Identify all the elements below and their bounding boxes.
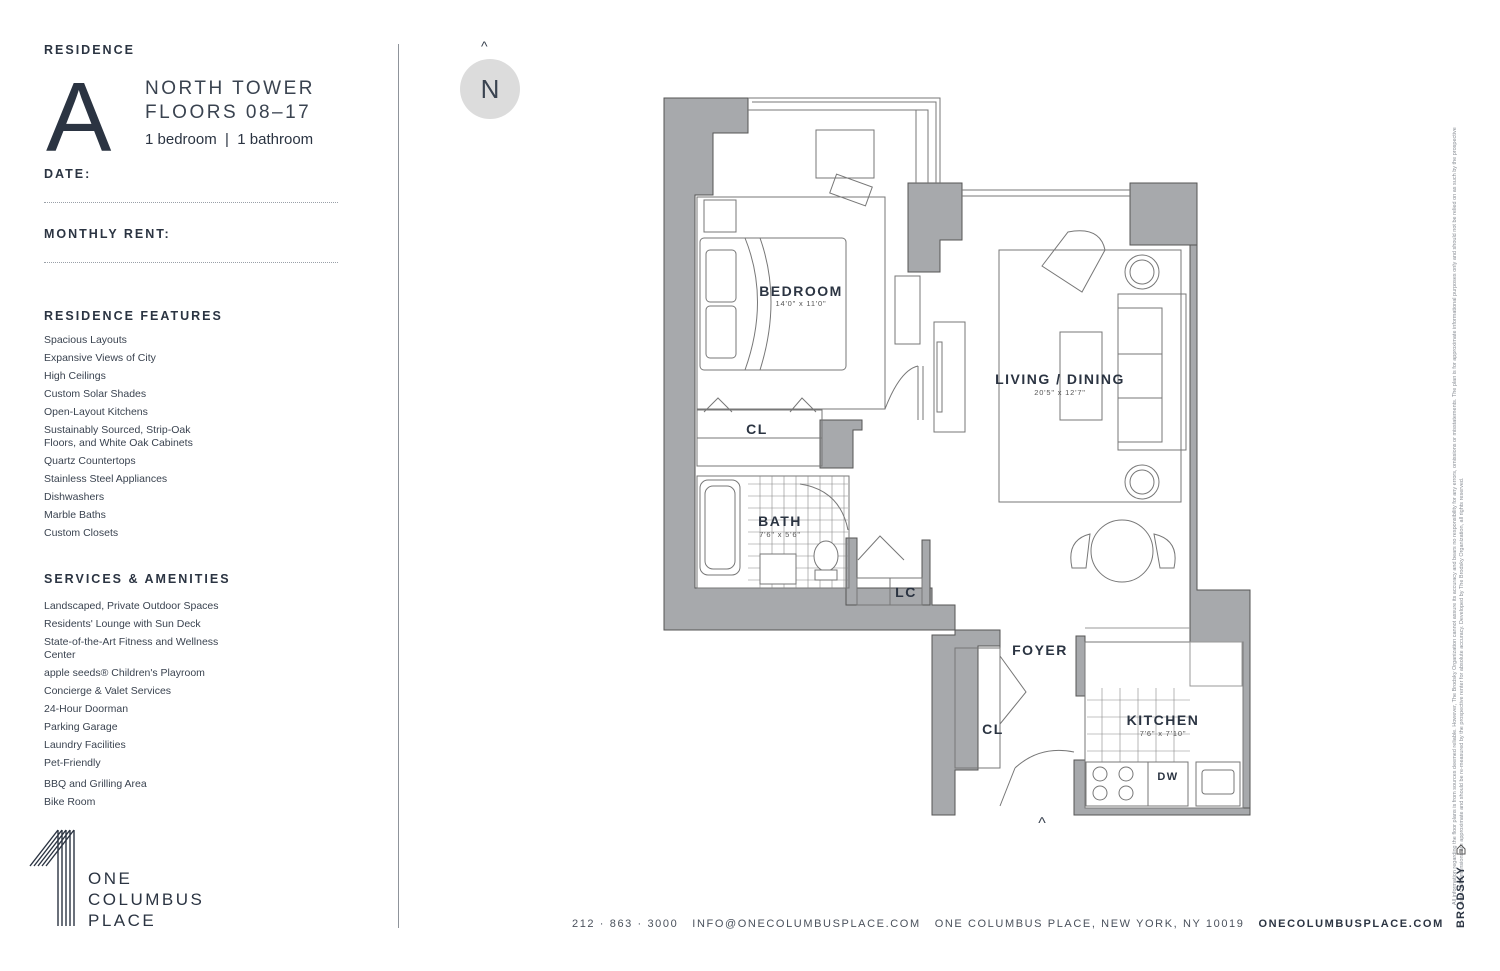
room-label-bedroom: BEDROOM [759,283,843,299]
logo-line: COLUMBUS [88,890,205,909]
residence-label: RESIDENCE [44,43,135,57]
room-label-closet: CL [982,721,1004,737]
room-size-kitchen: 7'6" x 7'10" [1140,729,1187,738]
entry-arrow-icon: ^ [1038,815,1046,832]
rent-line[interactable] [44,262,338,263]
living-rug [998,249,1182,503]
kitchen-outline [1084,641,1244,809]
logo-text: ONE COLUMBUS PLACE [88,868,204,931]
equal-housing-icon [1456,844,1466,855]
residence-letter: A [46,62,112,172]
amenities-heading: SERVICES & AMENITIES [44,572,231,586]
amenity-item: Pet-Friendly [44,757,101,769]
room-label-linen-closet: LC [895,584,917,600]
features-heading: RESIDENCE FEATURES [44,309,223,323]
logo-line: ONE [88,869,133,888]
amenity-item: apple seeds® Children's Playroom [44,667,205,679]
amenity-item: Bike Room [44,796,96,808]
amenity-item: Laundry Facilities [44,739,126,751]
room-label-foyer: FOYER [1012,642,1068,658]
wall-lc [845,537,858,606]
features-list: Spacious Layouts Expansive Views of City… [44,334,224,545]
bedroom-outline [696,196,886,410]
logo-line: PLACE [88,911,157,930]
doors [857,535,1075,807]
feature-item: Custom Solar Shades [44,388,147,400]
window-line [962,189,1130,197]
feature-item: Open-Layout Kitchens [44,406,148,418]
wall-foyer-stub [1075,635,1086,697]
floors-range: FLOORS 08–17 [145,102,312,123]
email-link[interactable]: INFO@ONECOLUMBUSPLACE.COM [692,918,921,930]
feature-item: Stainless Steel Appliances [44,473,168,485]
amenity-item: Concierge & Valet Services [44,685,172,697]
amenity-item: Landscaped, Private Outdoor Spaces [44,600,219,612]
column-divider [398,44,399,928]
living-furniture [933,230,1187,583]
room-label-bath: BATH [758,513,802,529]
room-size-bedroom: 14'0" x 11'0" [776,299,827,308]
room-size-living: 20'5" x 12'7" [1034,388,1086,397]
compass-badge: N [460,59,520,119]
foyer-closet [954,647,1001,769]
brand-mark: BRODSKY [1455,865,1467,928]
amenity-item: BBQ and Grilling Area [44,778,147,790]
rent-label: MONTHLY RENT: [44,227,171,241]
floor-plan: BEDROOM LIVING / DINING BATH KITCHEN FOY… [663,97,1251,832]
amenity-item: 24-Hour Doorman [44,703,129,715]
logo-mark-icon [29,829,75,926]
room-size-bath: 7'6" x 5'6" [759,530,801,539]
wall-foyer-stub [921,539,931,606]
amenities-list: Landscaped, Private Outdoor Spaces Resid… [44,600,224,814]
website-link[interactable]: ONECOLUMBUSPLACE.COM [1258,918,1444,930]
wall-east-top [1129,182,1198,246]
amenity-item: State-of-the-Art Fitness and Wellness Ce… [44,636,219,661]
bedroom-furniture [699,129,924,420]
date-line[interactable] [44,202,338,203]
amenity-item: Parking Garage [44,721,118,733]
wall-bath [819,419,863,469]
feature-item: Dishwashers [44,491,105,503]
tower-name: NORTH TOWER [145,78,316,99]
date-label: DATE: [44,167,92,181]
room-label-kitchen: KITCHEN [1127,712,1200,728]
north-arrow-icon: ^ [481,38,488,54]
room-label-closet: CL [746,421,768,437]
feature-item: Custom Closets [44,527,119,539]
balcony-rail [748,97,941,183]
appliance-label-dishwasher: DW [1157,771,1178,783]
compass-letter: N [480,73,500,104]
bath-outline [696,475,850,589]
bath-fixtures [699,476,849,588]
phone-number[interactable]: 212 · 863 · 3000 [572,918,679,930]
legal-disclaimer: All information regarding the floor plan… [1452,127,1465,905]
room-label-living: LIVING / DINING [995,371,1125,387]
bed-bath-config: 1 bedroom | 1 bathroom [145,131,314,148]
wall-east [1189,244,1251,816]
feature-item: Expansive Views of City [44,352,156,364]
kitchen-fixtures [1085,627,1243,807]
feature-item: Sustainably Sourced, Strip-Oak Floors, a… [44,424,193,449]
feature-item: High Ceilings [44,370,106,382]
feature-item: Marble Baths [44,509,106,521]
amenity-item: Residents' Lounge with Sun Deck [44,618,201,630]
contact-footer: 212 · 863 · 3000 INFO@ONECOLUMBUSPLACE.C… [572,918,1444,930]
wall-column [907,182,963,273]
feature-item: Quartz Countertops [44,455,136,467]
address: ONE COLUMBUS PLACE, NEW YORK, NY 10019 [934,918,1245,930]
feature-item: Spacious Layouts [44,334,127,346]
